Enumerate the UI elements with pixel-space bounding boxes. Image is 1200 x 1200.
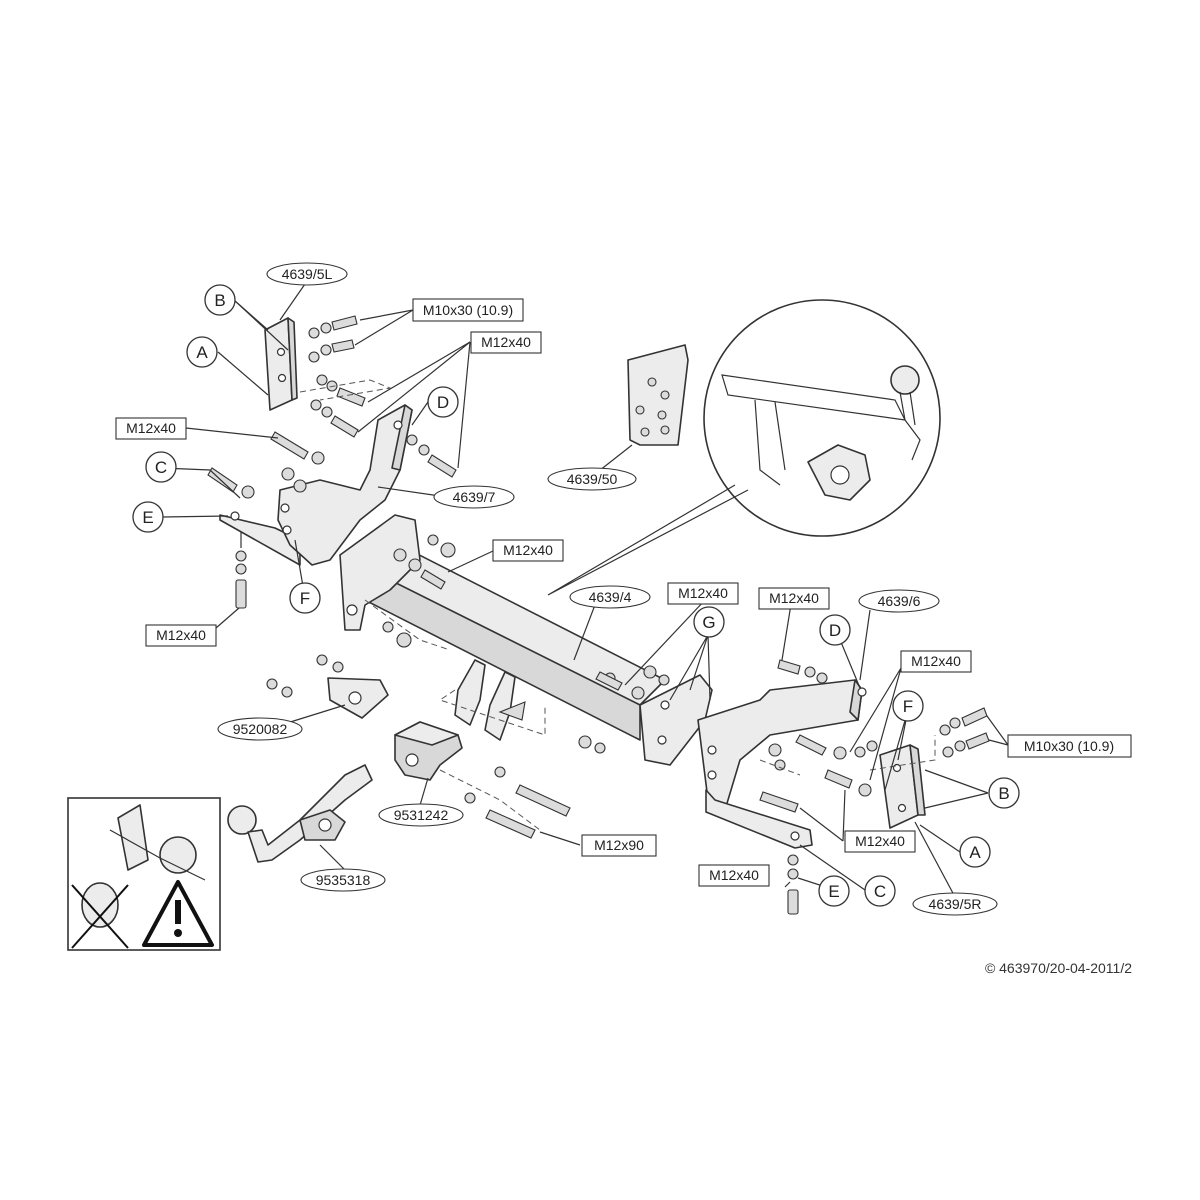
svg-text:G: G bbox=[702, 613, 715, 632]
bolts-right-bracket bbox=[854, 707, 990, 758]
svg-text:4639/5R: 4639/5R bbox=[929, 896, 982, 912]
assembly-line-crossbar bbox=[364, 599, 546, 736]
letter-c-right: C bbox=[864, 875, 896, 907]
svg-text:B: B bbox=[214, 291, 225, 310]
svg-text:A: A bbox=[196, 343, 208, 362]
label-m12x40-left-lower: M12x40 bbox=[145, 624, 217, 647]
warning-inset bbox=[67, 797, 221, 951]
svg-text:D: D bbox=[437, 393, 449, 412]
label-m10x30-right: M10x30 (10.9) bbox=[1007, 734, 1132, 758]
label-4639-6: 4639/6 bbox=[858, 589, 940, 613]
svg-text:9531242: 9531242 bbox=[394, 807, 449, 823]
assembly-line-left-bracket bbox=[299, 379, 392, 401]
assembly-line-clamp bbox=[439, 769, 541, 831]
label-m12x40-top: M12x40 bbox=[470, 331, 542, 354]
bracket-4639-5r bbox=[879, 744, 926, 829]
letter-d-left: D bbox=[427, 386, 459, 418]
svg-text:F: F bbox=[300, 589, 310, 608]
letter-g-center: G bbox=[693, 606, 725, 638]
svg-text:4639/5L: 4639/5L bbox=[282, 266, 333, 282]
svg-text:M12x40: M12x40 bbox=[769, 590, 819, 606]
svg-text:4639/4: 4639/4 bbox=[589, 589, 632, 605]
bolts-upper-left bbox=[308, 315, 366, 438]
bolts-right-arm bbox=[759, 659, 872, 915]
svg-text:M12x40: M12x40 bbox=[911, 653, 961, 669]
svg-text:E: E bbox=[142, 508, 153, 527]
svg-text:9535318: 9535318 bbox=[316, 872, 371, 888]
label-4639-50: 4639/50 bbox=[547, 467, 637, 491]
label-m12x90: M12x90 bbox=[581, 834, 657, 857]
ball-clamp-9531242 bbox=[394, 721, 463, 781]
label-m12x40-center: M12x40 bbox=[492, 539, 564, 562]
svg-text:4639/7: 4639/7 bbox=[453, 489, 496, 505]
letter-a-right: A bbox=[959, 836, 991, 868]
svg-text:D: D bbox=[829, 621, 841, 640]
svg-text:C: C bbox=[874, 882, 886, 901]
svg-text:M12x40: M12x40 bbox=[126, 420, 176, 436]
svg-text:M12x40: M12x40 bbox=[156, 627, 206, 643]
svg-text:4639/50: 4639/50 bbox=[567, 471, 618, 487]
svg-text:M12x40: M12x40 bbox=[481, 334, 531, 350]
letter-d-right: D bbox=[819, 614, 851, 646]
label-m12x40-right-top: M12x40 bbox=[758, 587, 830, 610]
svg-text:B: B bbox=[998, 784, 1009, 803]
label-m10x30-left: M10x30 (10.9) bbox=[412, 298, 524, 322]
copyright-text: © 463970/20-04-2011/2 bbox=[985, 960, 1132, 976]
label-9531242: 9531242 bbox=[378, 803, 464, 827]
svg-text:A: A bbox=[969, 843, 981, 862]
letter-b-right: B bbox=[988, 777, 1020, 809]
letter-e-left: E bbox=[132, 501, 164, 533]
label-m12x40-crossbar: M12x40 bbox=[667, 582, 739, 605]
bolts-m12x90 bbox=[464, 766, 571, 839]
label-9520082: 9520082 bbox=[217, 717, 303, 741]
label-m12x40-right-mid: M12x40 bbox=[900, 650, 972, 673]
label-m12x40-left-upper: M12x40 bbox=[115, 417, 187, 440]
letter-f-right: F bbox=[892, 690, 924, 722]
svg-text:C: C bbox=[155, 458, 167, 477]
inset-plate-4639-50 bbox=[627, 344, 689, 446]
label-9535318: 9535318 bbox=[300, 868, 386, 892]
svg-text:M12x90: M12x90 bbox=[594, 837, 644, 853]
letter-b-left: B bbox=[204, 284, 236, 316]
svg-text:M10x30 (10.9): M10x30 (10.9) bbox=[1024, 738, 1114, 754]
arm-4639-6 bbox=[697, 679, 867, 849]
label-m12x40-right-lower: M12x40 bbox=[844, 830, 916, 853]
label-4639-7: 4639/7 bbox=[433, 485, 515, 509]
svg-text:M12x40: M12x40 bbox=[503, 542, 553, 558]
svg-text:4639/6: 4639/6 bbox=[878, 593, 921, 609]
label-4639-5l: 4639/5L bbox=[266, 262, 348, 286]
svg-text:M10x30 (10.9): M10x30 (10.9) bbox=[423, 302, 513, 318]
bolts-crossbar bbox=[382, 534, 670, 754]
letter-e-right: E bbox=[818, 875, 850, 907]
svg-text:M12x40: M12x40 bbox=[855, 833, 905, 849]
label-4639-4: 4639/4 bbox=[569, 585, 651, 609]
detail-view-circle bbox=[547, 299, 941, 596]
svg-text:M12x40: M12x40 bbox=[709, 867, 759, 883]
letter-f-left: F bbox=[289, 582, 321, 614]
svg-text:M12x40: M12x40 bbox=[678, 585, 728, 601]
svg-text:F: F bbox=[903, 697, 913, 716]
letter-a-left: A bbox=[186, 336, 218, 368]
ball-neck-9535318 bbox=[227, 764, 373, 863]
letter-c-left: C bbox=[145, 451, 177, 483]
svg-text:E: E bbox=[828, 882, 839, 901]
bracket-4639-5l bbox=[264, 317, 298, 411]
arm-4639-7 bbox=[219, 404, 413, 566]
label-m12x40-bottom: M12x40 bbox=[698, 864, 770, 887]
label-4639-5r: 4639/5R bbox=[912, 892, 998, 916]
socket-plate-9520082 bbox=[266, 654, 389, 719]
svg-text:9520082: 9520082 bbox=[233, 721, 288, 737]
bolts-left-arm bbox=[207, 431, 457, 609]
